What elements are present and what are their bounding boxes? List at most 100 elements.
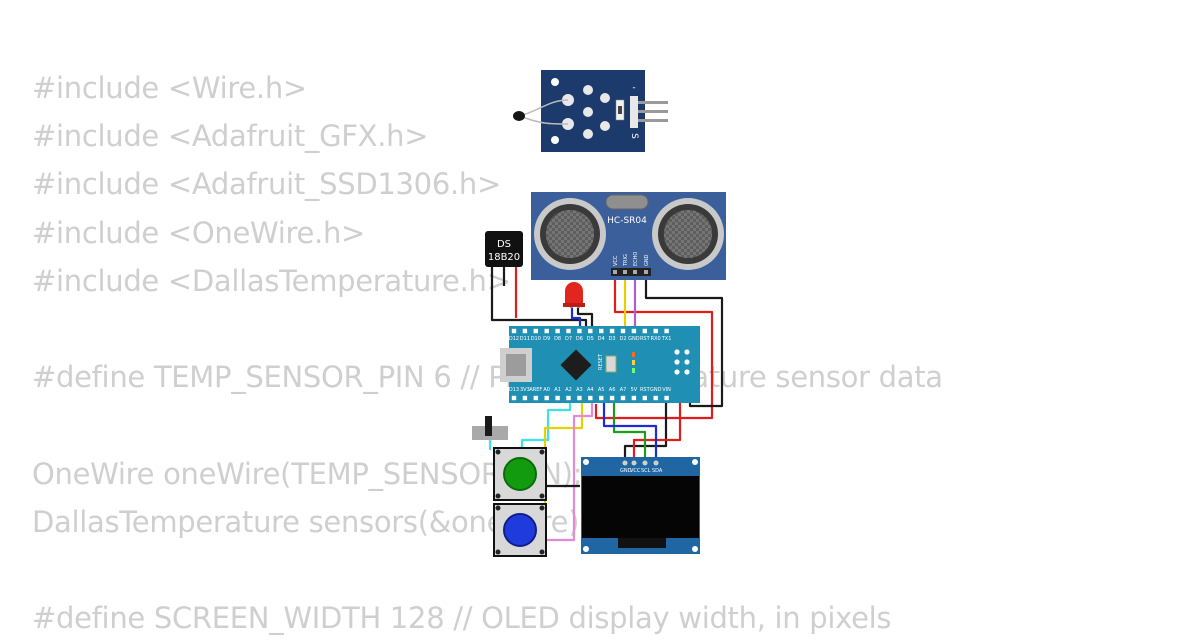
nano-pin-hole[interactable] (522, 328, 528, 334)
nano-pin-hole[interactable] (631, 395, 637, 401)
wire-button-pink (546, 400, 594, 542)
thermistor-pin-minus: - (632, 83, 635, 93)
code-line: #include <Adafruit_GFX.h> (32, 119, 429, 154)
nano-pin-hole[interactable] (533, 328, 538, 334)
ds18b20-label-2: 18B20 (488, 252, 520, 263)
push-button-green[interactable] (493, 447, 547, 501)
nano-pin-hole[interactable] (664, 395, 669, 401)
thermistor-pin-signal: S (629, 133, 639, 139)
nano-pin-hole[interactable] (588, 328, 593, 334)
slide-switch[interactable] (472, 416, 508, 440)
code-line: #include <OneWire.h> (32, 215, 366, 250)
nano-pin-hole[interactable] (664, 328, 669, 334)
wire-led-anode (570, 308, 582, 332)
oled-pin-sda: SDA (652, 468, 663, 474)
nano-pin-label: D6 (576, 336, 583, 342)
code-line: #include <Adafruit_SSD1306.h> (32, 167, 501, 202)
ds18b20-label-1: DS (497, 239, 511, 250)
nano-pin-hole[interactable] (588, 395, 593, 401)
nano-pin-hole[interactable] (555, 395, 560, 401)
nano-pin-hole[interactable] (544, 328, 549, 334)
nano-pin-hole[interactable] (566, 328, 571, 334)
nano-pin-hole[interactable] (577, 328, 582, 334)
nano-pin-hole[interactable] (577, 395, 582, 401)
nano-pin-label: RST (640, 387, 651, 393)
nano-pin-label: GND (628, 336, 640, 342)
wire-oled-sda (602, 400, 658, 462)
nano-pin-label: VIN (662, 387, 671, 393)
wire-oled-scl (612, 400, 647, 462)
nano-pin-hole[interactable] (631, 328, 637, 334)
wire-hcsr04-gnd (644, 278, 724, 408)
nano-pin-hole[interactable] (653, 328, 658, 334)
nano-pin-label: RST (640, 336, 651, 342)
nano-pin-label: A4 (587, 387, 594, 393)
nano-pin-hole[interactable] (511, 328, 517, 334)
red-led[interactable] (563, 282, 585, 308)
oled-pin-scl: SCL (641, 468, 651, 474)
nano-pin-hole[interactable] (642, 395, 647, 401)
nano-pin-hole[interactable] (544, 395, 549, 401)
ds18b20-sensor[interactable]: DS 18B20 (485, 231, 523, 267)
hcsr04-pin-gnd: GND (644, 254, 650, 266)
reset-button-icon[interactable] (605, 355, 617, 373)
hcsr04-sensor[interactable]: HC-SR04 VCC TRIG ECHO GND (531, 192, 726, 280)
wire-led-cathode (576, 308, 594, 332)
hcsr04-pin-vcc: VCC (613, 255, 619, 266)
nano-pin-label: D2 (619, 336, 626, 342)
nano-pin-hole[interactable] (620, 395, 626, 401)
nano-pin-hole[interactable] (642, 328, 647, 334)
nano-pin-hole[interactable] (511, 395, 517, 401)
nano-pin-hole[interactable] (609, 395, 615, 401)
nano-pin-label: D3 (609, 336, 616, 342)
nano-pin-hole[interactable] (533, 395, 538, 401)
code-line: #include <DallasTemperature.h> (32, 263, 511, 298)
nano-pin-hole[interactable] (522, 395, 528, 401)
nano-pin-hole[interactable] (599, 395, 604, 401)
switch-lever-icon[interactable] (485, 416, 492, 436)
wire-green-button (520, 398, 572, 450)
nano-pin-label: 3V3 (520, 387, 530, 393)
nano-pin-label: A5 (598, 387, 605, 393)
nano-pin-label: A7 (620, 387, 627, 393)
push-button-blue[interactable] (493, 503, 547, 557)
code-line: #include <Wire.h> (32, 71, 307, 105)
thermistor-module[interactable]: - S (513, 70, 668, 152)
nano-pin-label: A0 (543, 387, 550, 393)
thermistor-bead-icon (513, 111, 525, 121)
hcsr04-title: HC-SR04 (607, 216, 647, 226)
hcsr04-pin-echo: ECHO (633, 252, 639, 266)
oled-screen (582, 476, 699, 538)
nano-pin-label: D13 (509, 387, 519, 393)
wire-hcsr04-vcc (594, 278, 714, 420)
nano-pin-hole[interactable] (555, 328, 560, 334)
nano-pin-label: D7 (565, 336, 572, 342)
nano-pin-hole[interactable] (620, 328, 626, 334)
nano-pin-label: AREF (529, 387, 542, 393)
nano-pin-hole[interactable] (599, 328, 604, 334)
wires (488, 266, 724, 542)
nano-pin-hole[interactable] (609, 328, 615, 334)
nano-pin-label: D4 (598, 336, 605, 342)
oled-pin-gnd: GND (620, 468, 632, 474)
transducer-right-icon (652, 198, 724, 270)
nano-pin-label: D9 (543, 336, 550, 342)
nano-pin-label: D11 (520, 336, 530, 342)
code-line: #define SCREEN_WIDTH 128 // OLED display… (32, 601, 892, 636)
oled-display[interactable]: GND VCC SCL SDA (581, 457, 700, 554)
nano-pin-label: D12 (509, 336, 519, 342)
nano-pin-hole[interactable] (653, 395, 658, 401)
nano-pin-label: TX1 (661, 336, 672, 342)
nano-pin-label: RX0 (651, 336, 661, 342)
nano-pin-label: A3 (576, 387, 583, 393)
nano-pin-label: 5V (631, 387, 638, 393)
nano-pin-label: A2 (565, 387, 572, 393)
nano-pin-hole[interactable] (566, 395, 571, 401)
icsp-header (674, 349, 690, 375)
oled-pin-vcc: VCC (630, 468, 641, 474)
nano-pin-label: A6 (609, 387, 616, 393)
nano-pin-label: D5 (587, 336, 594, 342)
